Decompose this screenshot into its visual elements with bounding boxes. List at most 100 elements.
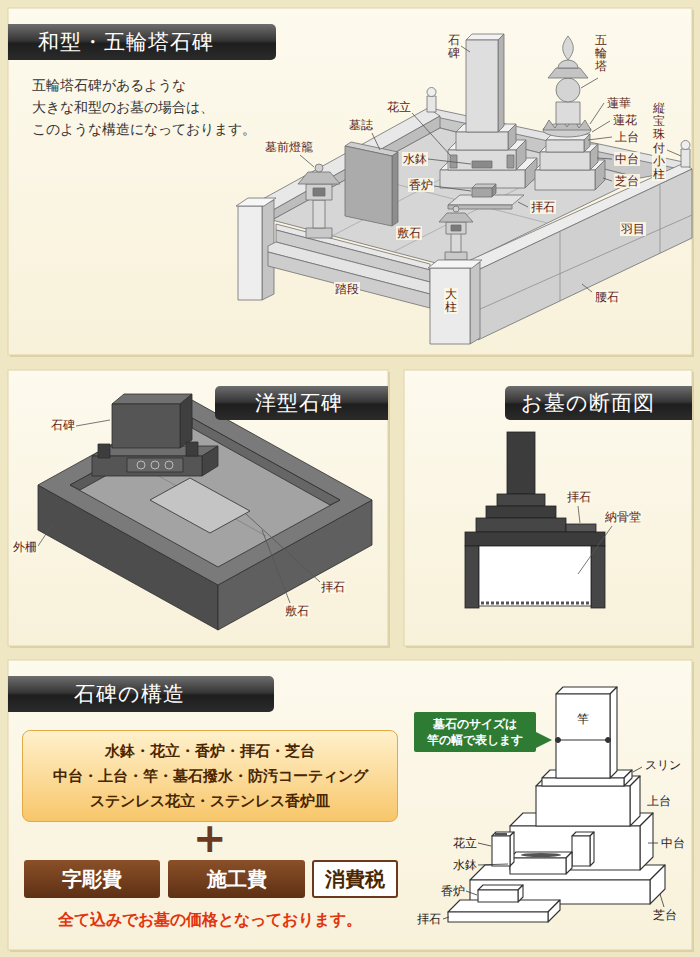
- wagata-grave: [236, 198, 276, 206]
- leader-line: [597, 158, 612, 159]
- yogata-grave: [202, 446, 218, 476]
- tombstone-structure: [518, 885, 523, 902]
- part-label: 縦宝珠付小柱: [652, 102, 666, 181]
- wagata-grave: [556, 102, 580, 124]
- wagata-grave: [306, 228, 332, 238]
- leader-line: [667, 150, 681, 156]
- wagata-grave: [313, 200, 325, 228]
- leader-line: [581, 78, 598, 88]
- yogata-grave: [150, 478, 250, 533]
- yogata-grave: [148, 470, 266, 536]
- wagata-grave: [590, 144, 598, 170]
- wagata-grave: [298, 172, 340, 184]
- part-label: 上台: [614, 130, 640, 144]
- yogata-grave: [112, 394, 192, 404]
- part-label: 竿: [576, 712, 590, 726]
- plus-sign: +: [192, 818, 228, 858]
- grave-cross-section: [465, 532, 605, 546]
- yogata-grave: [38, 394, 372, 630]
- leader-line: [660, 894, 664, 907]
- section-header: 和型・五輪塔石碑: [8, 24, 276, 60]
- tombstone-structure: [495, 833, 507, 836]
- wagata-grave: [430, 268, 470, 344]
- wagata-grave: [546, 140, 584, 152]
- wagata-grave: [466, 40, 498, 132]
- leader-line: [578, 526, 612, 574]
- included-items-box-text: 水鉢・花立・香炉・拝石・芝台 中台・上台・竿・墓石撥水・防汚コーティング ステン…: [31, 739, 389, 814]
- wagata-grave: [470, 262, 480, 344]
- part-label: 大柱: [444, 288, 458, 314]
- part-label: 拝石: [320, 580, 346, 594]
- yogata-grave: [127, 458, 183, 472]
- size-note-callout: 墓石のサイズは 竿の幅で表します: [414, 712, 536, 752]
- panel-frame: [404, 370, 692, 646]
- tombstone-structure: [590, 832, 594, 866]
- leader-line: [443, 917, 449, 919]
- leader-line: [578, 506, 580, 523]
- part-label: 墓誌: [348, 118, 374, 132]
- wagata-grave: [306, 184, 332, 200]
- grave-cross-section: [465, 432, 605, 608]
- wagata-grave: [584, 134, 590, 152]
- dimension-line: [606, 738, 611, 743]
- part-label: 上台: [646, 794, 672, 808]
- part-label: 芝台: [652, 908, 678, 922]
- leader-line: [300, 46, 681, 292]
- part-label: 敷石: [396, 226, 422, 240]
- tombstone-structure: [510, 852, 572, 858]
- part-label: 腰石: [594, 290, 620, 304]
- leader-line: [588, 137, 612, 140]
- leader-line: [443, 767, 664, 919]
- dimension-line: [558, 740, 608, 741]
- wagata-grave: [558, 60, 578, 68]
- wagata-grave: [453, 206, 459, 212]
- wagata-grave: [315, 164, 323, 172]
- callout-pointer: [536, 732, 552, 748]
- part-label: 水鉢: [452, 858, 478, 872]
- part-label: 花立: [452, 836, 478, 850]
- wagata-grave: [472, 161, 492, 168]
- wagata-grave: [439, 213, 473, 222]
- grave-cross-section: [566, 524, 596, 532]
- part-label: 納骨堂: [604, 510, 642, 524]
- section-header: お墓の断面図: [505, 386, 692, 420]
- leader-line: [434, 186, 471, 191]
- part-label: 五輪塔: [594, 34, 608, 74]
- wagata-grave: [440, 170, 525, 188]
- part-label: 石碑: [50, 418, 76, 432]
- leader-line: [428, 159, 471, 164]
- wagata-grave: [660, 185, 661, 253]
- grave-cross-section: [591, 546, 605, 608]
- leader-line: [372, 133, 380, 150]
- tombstone-structure: [610, 687, 617, 778]
- part-label: 蓮花: [612, 113, 638, 127]
- tombstone-structure: [510, 832, 514, 866]
- yogata-grave: [165, 461, 173, 469]
- wagata-grave: [446, 222, 466, 234]
- wagata-grave: [535, 170, 595, 190]
- grave-cross-section: [479, 546, 591, 606]
- part-label: 拝石: [530, 200, 556, 214]
- part-label: 蓮華: [606, 96, 632, 110]
- wagata-grave: [238, 206, 262, 300]
- part-label: 敷石: [284, 604, 310, 618]
- fee-box: 施工費: [168, 860, 305, 898]
- part-label: 拝石: [566, 490, 592, 504]
- wagata-grave: [498, 34, 504, 132]
- wagata-grave: [456, 132, 508, 150]
- grave-cross-section: [486, 506, 556, 518]
- part-label: 香炉: [440, 884, 466, 898]
- yogata-grave: [112, 404, 180, 448]
- part-label: 花立: [386, 100, 412, 114]
- tombstone-structure: [572, 836, 590, 866]
- tombstone-structure: [542, 778, 624, 786]
- section-header: 洋型石碑: [215, 386, 388, 420]
- wagata-grave: [392, 152, 398, 226]
- part-label: 拝石: [416, 912, 442, 926]
- section-header-text: 洋型石碑: [255, 389, 343, 417]
- wagata-grave: [313, 188, 325, 196]
- leader-line: [590, 103, 604, 124]
- tombstone-structure: [510, 858, 566, 874]
- tombstone-structure: [640, 813, 653, 870]
- wagata-grave: [448, 150, 516, 170]
